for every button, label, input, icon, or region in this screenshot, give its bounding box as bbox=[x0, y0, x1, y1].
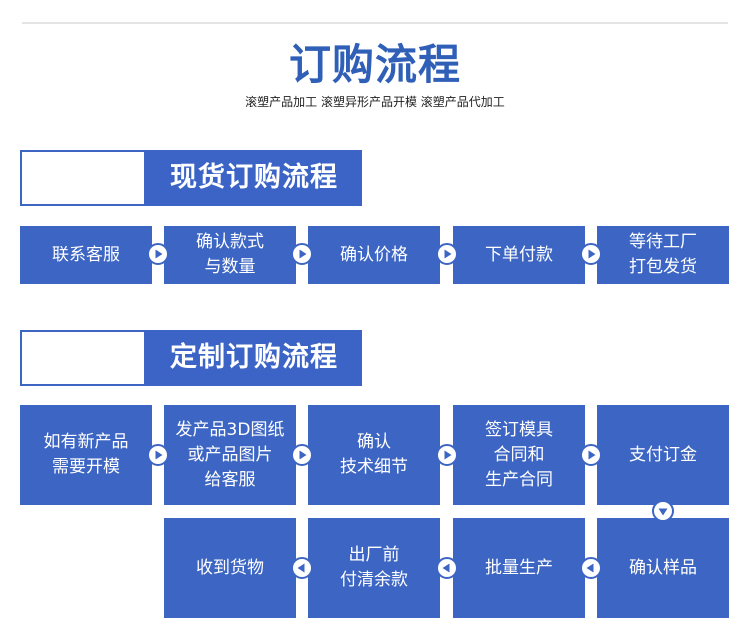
stock-step-4: 下单付款 bbox=[453, 226, 585, 284]
play-circle-right-icon bbox=[147, 444, 169, 466]
stock-step-3: 确认价格 bbox=[308, 226, 440, 284]
page-subtitle: 滚塑产品加工 滚塑异形产品开模 滚塑产品代加工 bbox=[245, 95, 505, 109]
play-circle-right-icon bbox=[291, 243, 313, 265]
stock-step-5: 等待工厂 打包发货 bbox=[597, 226, 729, 284]
stock-step-1: 联系客服 bbox=[20, 226, 152, 284]
custom-step-1: 如有新产品 需要开模 bbox=[20, 405, 152, 505]
section-header-outline bbox=[20, 150, 146, 206]
custom-step-3: 确认 技术细节 bbox=[308, 405, 440, 505]
custom-step-9: 收到货物 bbox=[164, 518, 296, 618]
play-circle-left-icon bbox=[580, 557, 602, 579]
play-circle-left-icon bbox=[436, 557, 458, 579]
custom-step-4: 签订模具 合同和 生产合同 bbox=[453, 405, 585, 505]
top-divider bbox=[22, 22, 728, 24]
play-circle-right-icon bbox=[147, 243, 169, 265]
custom-step-8: 出厂前 付清余款 bbox=[308, 518, 440, 618]
play-circle-right-icon bbox=[291, 444, 313, 466]
stock-section-header: 现货订购流程 bbox=[20, 150, 362, 206]
custom-section-header: 定制订购流程 bbox=[20, 330, 362, 386]
page-title: 订购流程 bbox=[288, 40, 461, 89]
play-circle-right-icon bbox=[580, 243, 602, 265]
custom-step-7: 批量生产 bbox=[453, 518, 585, 618]
play-circle-right-icon bbox=[580, 444, 602, 466]
section-header-outline bbox=[20, 330, 146, 386]
custom-step-2: 发产品3D图纸 或产品图片 给客服 bbox=[164, 405, 296, 505]
stock-section-title: 现货订购流程 bbox=[146, 150, 362, 206]
play-circle-down-icon bbox=[652, 500, 674, 522]
play-circle-right-icon bbox=[436, 444, 458, 466]
custom-section-title: 定制订购流程 bbox=[146, 330, 362, 386]
custom-step-5: 支付订金 bbox=[597, 405, 729, 505]
stock-step-2: 确认款式 与数量 bbox=[164, 226, 296, 284]
custom-step-6: 确认样品 bbox=[597, 518, 729, 618]
play-circle-left-icon bbox=[291, 557, 313, 579]
play-circle-right-icon bbox=[436, 243, 458, 265]
